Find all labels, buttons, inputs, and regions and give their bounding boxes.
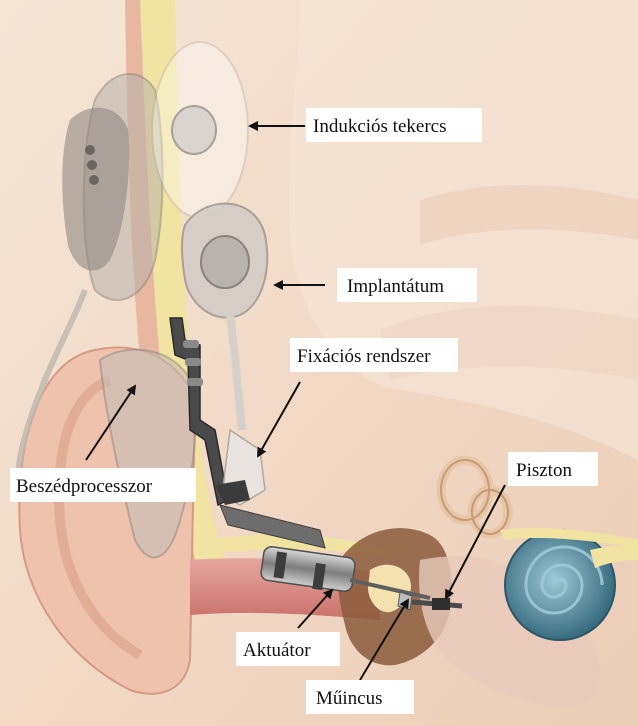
label-piston-text: Piszton bbox=[516, 460, 572, 481]
label-artificial-incus: Műincus bbox=[306, 680, 414, 714]
label-actuator: Aktuátor bbox=[236, 632, 340, 666]
label-induction-coil: Indukciós tekercs bbox=[306, 108, 482, 142]
label-induction-coil-text: Indukciós tekercs bbox=[313, 116, 446, 137]
label-actuator-text: Aktuátor bbox=[243, 640, 311, 661]
label-speech-processor: Beszédprocesszor bbox=[10, 468, 196, 502]
label-speech-processor-text: Beszédprocesszor bbox=[16, 476, 153, 497]
induction-coil bbox=[152, 42, 248, 218]
label-implant-text: Implantátum bbox=[347, 276, 444, 297]
label-fixation-system-text: Fixációs rendszer bbox=[297, 346, 431, 367]
label-artificial-incus-text: Műincus bbox=[316, 688, 383, 709]
label-piston: Piszton bbox=[508, 452, 598, 486]
label-fixation-system: Fixációs rendszer bbox=[290, 338, 458, 372]
label-implant: Implantátum bbox=[337, 268, 477, 302]
